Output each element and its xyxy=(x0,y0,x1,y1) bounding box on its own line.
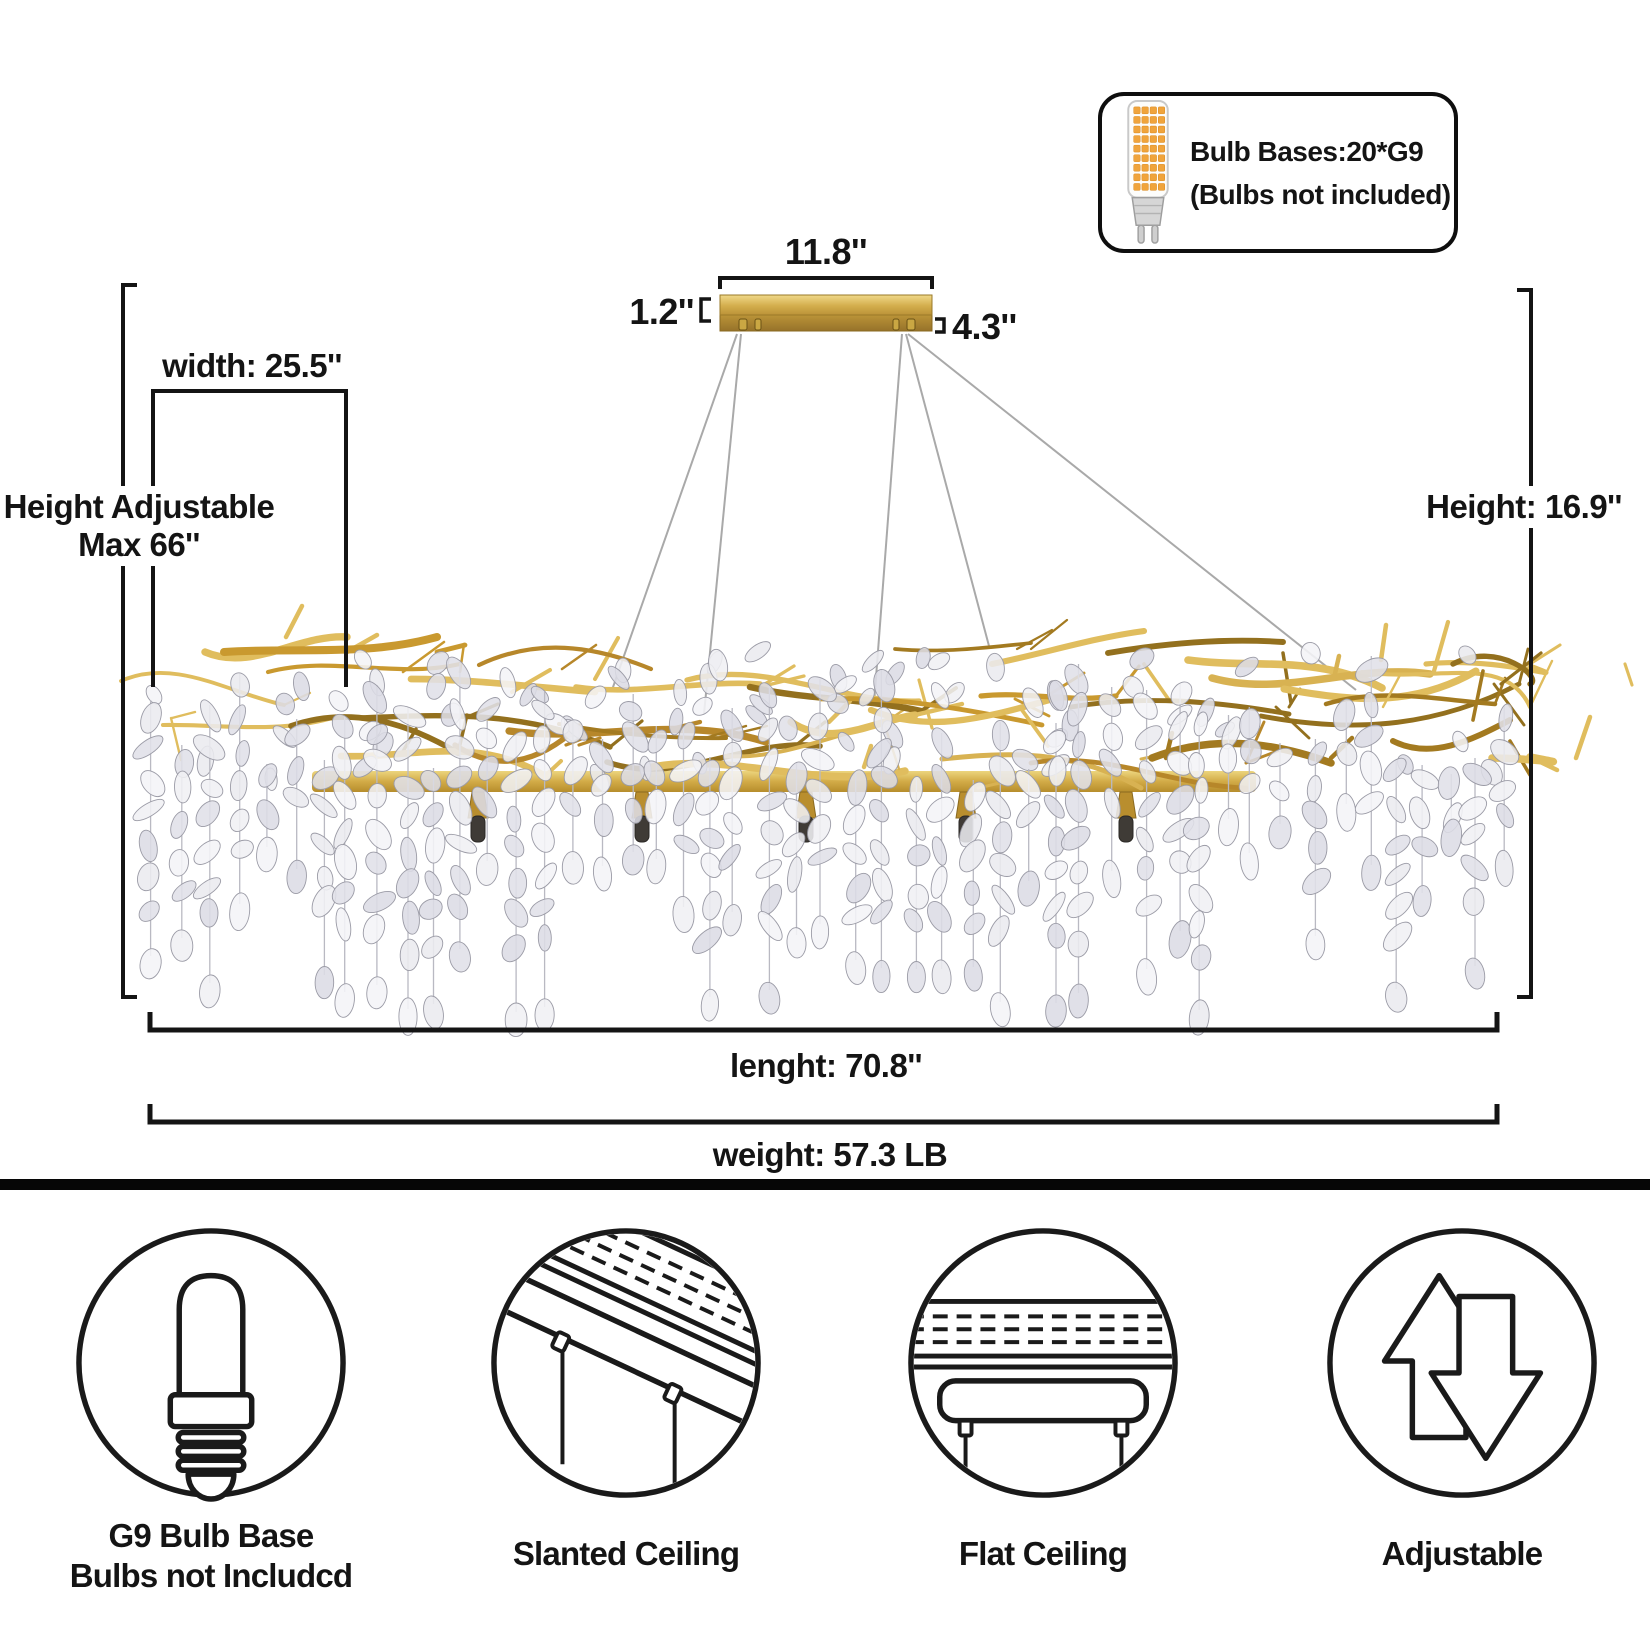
feature-g9-line2: Bulbs not Includcd xyxy=(69,1557,353,1594)
canopy-width-label: 4.3'' xyxy=(952,306,1017,347)
fixture-weight-label: weight: 57.3 LB xyxy=(712,1136,948,1173)
feature-label-slanted: Slanted Ceiling xyxy=(512,1535,740,1572)
height-adjustable-line2: Max 66'' xyxy=(78,526,200,563)
bulb-callout-line2: (Bulbs not included) xyxy=(1190,178,1451,210)
feature-label-flat: Flat Ceiling xyxy=(958,1535,1128,1572)
canopy-width-bracket xyxy=(935,317,946,334)
arrow-down-icon xyxy=(1428,1293,1544,1462)
section-divider xyxy=(0,1179,1650,1190)
fixture-weight-bracket xyxy=(147,1104,1500,1125)
bulb-callout-text: Bulb Bases:20*G9 (Bulbs not included) xyxy=(1190,130,1451,216)
fixture-height-bracket xyxy=(1517,288,1533,999)
chandelier-artwork xyxy=(119,603,1634,1038)
bulb-callout-line1: Bulb Bases:20*G9 xyxy=(1190,135,1424,167)
canopy-length-bracket xyxy=(718,276,934,289)
feature-g9-line1: G9 Bulb Base xyxy=(108,1517,315,1554)
height-adjustable-line1: Height Adjustable xyxy=(3,488,275,525)
feature-label-g9: G9 Bulb Base Bulbs not Includcd xyxy=(31,1516,391,1596)
suspension-wires xyxy=(611,333,1357,715)
canopy-height-label: 1.2'' xyxy=(629,291,694,332)
dimension-brackets xyxy=(121,276,1533,1125)
height-adjustable-label: Height Adjustable Max 66'' xyxy=(0,486,283,566)
feature-label-adjustable: Adjustable xyxy=(1381,1535,1544,1572)
g9-bulb-base-icon xyxy=(76,1228,346,1502)
fixture-height-label: Height: 16.9'' xyxy=(1418,486,1630,528)
flat-ceiling-icon xyxy=(908,1228,1178,1498)
slanted-ceiling-icon xyxy=(491,1228,761,1498)
adjustable-icon xyxy=(1327,1228,1597,1498)
fixture-width-label: width: 25.5'' xyxy=(162,347,342,384)
canopy-height-bracket xyxy=(699,297,711,323)
canopy-length-label: 11.8'' xyxy=(784,231,868,272)
height-adjustable-bracket xyxy=(121,283,137,999)
fixture-length-label: lenght: 70.8'' xyxy=(729,1047,923,1084)
fixture-length-bracket xyxy=(147,1012,1500,1033)
bulb-callout-box: Bulb Bases:20*G9 (Bulbs not included) xyxy=(1098,92,1458,253)
g9-led-bulb-icon xyxy=(1127,99,1169,244)
ceiling-canopy xyxy=(719,294,933,332)
